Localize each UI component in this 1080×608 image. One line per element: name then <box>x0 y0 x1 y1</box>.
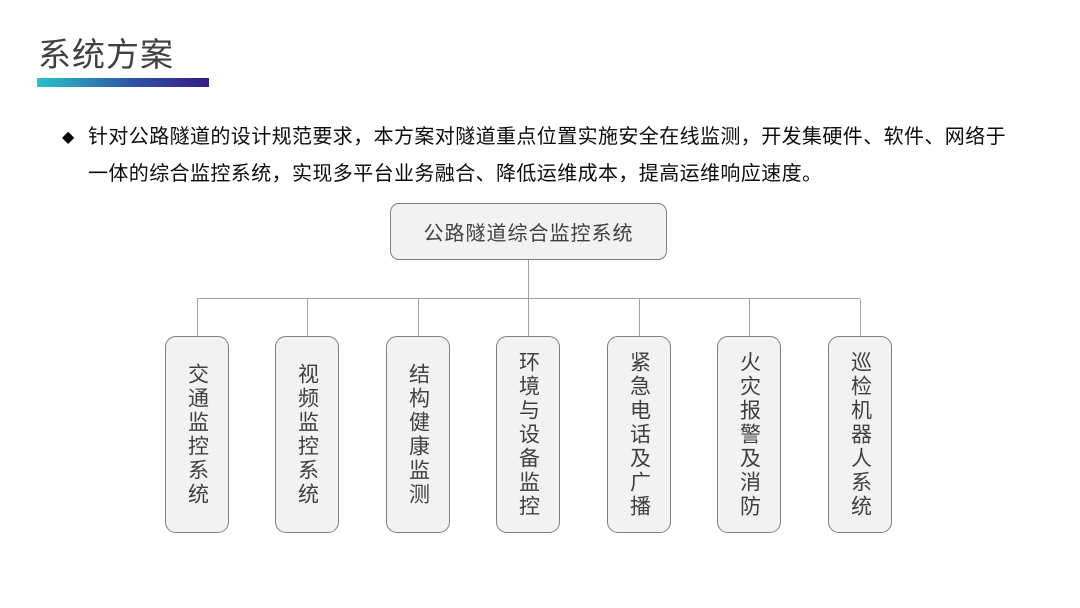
connector-drop <box>749 299 750 336</box>
child-node-label: 视频监控系统 <box>295 362 319 507</box>
page-title: 系统方案 <box>38 36 174 73</box>
connector-drop <box>418 299 419 336</box>
child-node-structural-health: 结构健康监测 <box>386 336 450 533</box>
connector-drop <box>197 299 198 336</box>
diamond-bullet-icon: ◆ <box>62 129 75 146</box>
bullet-text-line: 针对公路隧道的设计规范要求，本方案对隧道重点位置实施安全在线监测，开发集硬件、软… <box>88 126 1006 148</box>
bullet-item: ◆ 针对公路隧道的设计规范要求，本方案对隧道重点位置实施安全在线监测，开发集硬件… <box>62 119 1032 193</box>
child-node-inspection-robot: 巡检机器人系统 <box>828 336 892 533</box>
connector-trunk <box>528 260 529 298</box>
child-node-environment-equipment: 环境与设备监控 <box>496 336 560 533</box>
child-node-label: 环境与设备监控 <box>516 350 540 519</box>
title-accent-bar <box>37 78 209 87</box>
child-node-label: 结构健康监测 <box>406 362 430 507</box>
connector-drop <box>307 299 308 336</box>
bullet-text-line: 一体的综合监控系统，实现多平台业务融合、降低运维成本，提高运维响应速度。 <box>88 163 823 185</box>
bullet-text: 针对公路隧道的设计规范要求，本方案对隧道重点位置实施安全在线监测，开发集硬件、软… <box>88 119 1032 193</box>
child-node-video-monitoring: 视频监控系统 <box>275 336 339 533</box>
root-node: 公路隧道综合监控系统 <box>390 203 667 260</box>
connector-drop <box>639 299 640 336</box>
child-node-label: 火灾报警及消防 <box>737 350 761 519</box>
child-node-traffic-monitoring: 交通监控系统 <box>165 336 229 533</box>
connector-drop <box>528 299 529 336</box>
child-node-label: 巡检机器人系统 <box>848 350 872 519</box>
child-node-label: 交通监控系统 <box>185 362 209 507</box>
connector-crossbar <box>197 298 860 299</box>
child-node-fire-alarm: 火灾报警及消防 <box>717 336 781 533</box>
connector-drop <box>860 299 861 336</box>
child-node-emergency-phone-broadcast: 紧急电话及广播 <box>607 336 671 533</box>
child-node-label: 紧急电话及广播 <box>627 350 651 519</box>
root-node-label: 公路隧道综合监控系统 <box>423 223 634 245</box>
